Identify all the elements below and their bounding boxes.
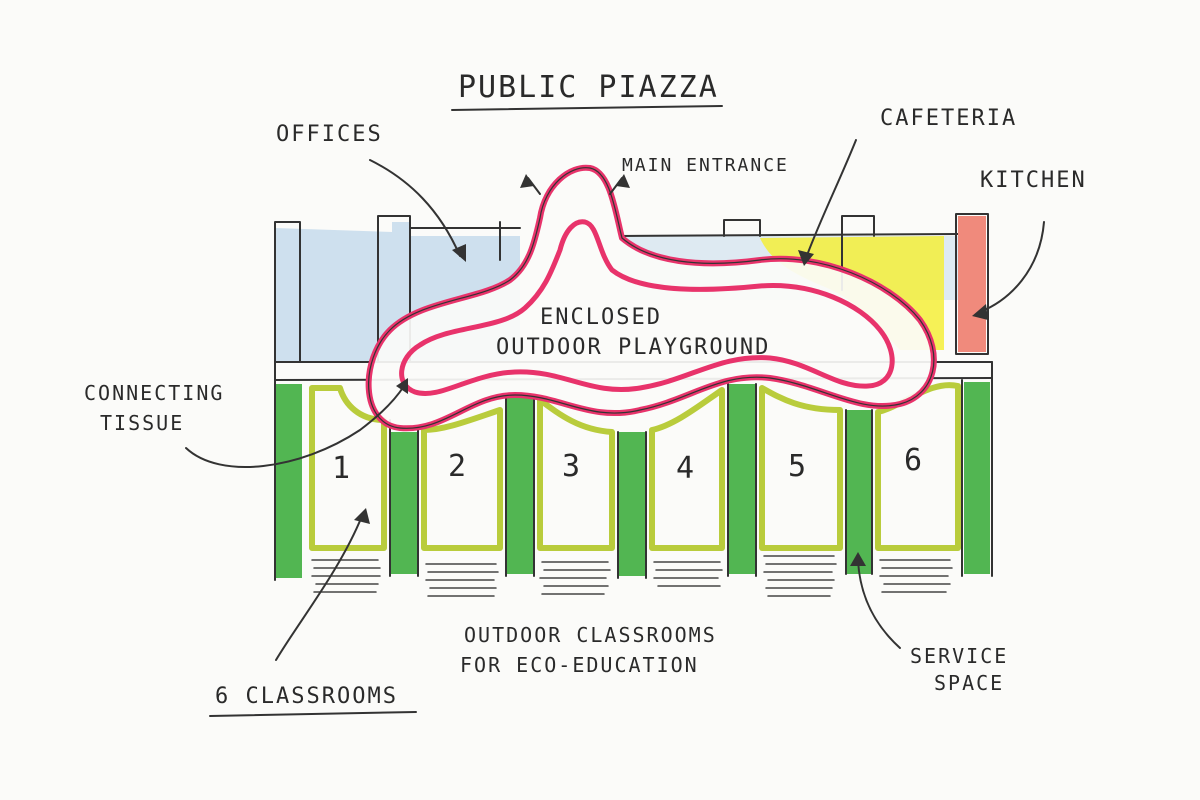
classrooms-label: 6 CLASSROOMS xyxy=(215,684,398,709)
playground-ink-outline xyxy=(368,167,935,429)
title-underline xyxy=(451,105,723,111)
classroom-number-4: 4 xyxy=(676,451,696,486)
service-arrowhead xyxy=(850,552,866,566)
cafeteria-arrow xyxy=(805,139,857,259)
classroom-number-5: 5 xyxy=(788,449,808,484)
north-tower-1 xyxy=(723,219,761,237)
title-public-piazza: PUBLIC PIAZZA xyxy=(458,70,719,105)
kitchen-arrow xyxy=(979,221,1045,313)
main-entrance-arrows xyxy=(520,174,630,195)
offices-arrow xyxy=(369,159,461,257)
connecting-arrowhead xyxy=(396,378,408,394)
main-entrance-label: MAIN ENTRANCE xyxy=(622,155,789,176)
connecting-label-line2: TISSUE xyxy=(100,411,184,435)
classroom-number-3: 3 xyxy=(562,449,582,484)
corridor-2 xyxy=(506,396,534,574)
cafeteria-label: CAFETERIA xyxy=(880,106,1017,131)
corridor-0 xyxy=(276,384,302,578)
classroom-number-6: 6 xyxy=(904,443,924,478)
corridor-1 xyxy=(390,432,418,574)
kitchen-fill xyxy=(958,216,986,352)
kitchen-zone xyxy=(955,213,989,355)
outdoor-label-line2: FOR ECO-EDUCATION xyxy=(460,653,699,677)
north-wing-top xyxy=(619,233,961,237)
service-label-line1: SERVICE xyxy=(910,644,1008,668)
corridor-6 xyxy=(964,382,990,574)
corridor-3 xyxy=(618,432,646,576)
cafeteria-arrowhead xyxy=(798,250,814,266)
corridor-5 xyxy=(846,410,872,574)
playground-label-line2: OUTDOOR PLAYGROUND xyxy=(496,335,770,360)
classroom-outline-1 xyxy=(309,385,387,551)
playground-label-line1: ENCLOSED xyxy=(540,305,662,330)
classroom-number-1: 1 xyxy=(332,451,352,486)
connecting-arrow xyxy=(185,385,405,469)
playground-zone: ENCLOSED OUTDOOR PLAYGROUND xyxy=(365,164,937,432)
classrooms-arrow xyxy=(275,515,363,661)
corridor-4 xyxy=(728,384,756,574)
outdoor-label-line1: OUTDOOR CLASSROOMS xyxy=(464,623,717,647)
north-tower-2 xyxy=(841,215,875,237)
classroom-outline-2 xyxy=(421,407,503,551)
service-label-line2: SPACE xyxy=(934,671,1004,695)
kitchen-arrowhead xyxy=(972,304,988,320)
offices-label: OFFICES xyxy=(276,122,383,147)
classroom-outline-5 xyxy=(759,385,843,551)
playground-inner-outline xyxy=(399,219,895,396)
connecting-label-line1: CONNECTING xyxy=(84,381,224,405)
classroom-outline-4 xyxy=(649,387,725,551)
outdoor-hatching xyxy=(311,555,953,597)
kitchen-outline xyxy=(955,213,989,355)
offices-outline xyxy=(274,221,301,363)
classroom-outline-3 xyxy=(537,397,615,551)
classroom-number-2: 2 xyxy=(448,449,468,484)
service-arrow xyxy=(857,559,901,649)
classrooms-underline xyxy=(209,711,417,717)
offices-tower xyxy=(377,215,411,363)
kitchen-label: KITCHEN xyxy=(980,168,1087,193)
offices-arrowhead xyxy=(452,244,466,262)
classrooms-arrowhead xyxy=(354,508,370,524)
